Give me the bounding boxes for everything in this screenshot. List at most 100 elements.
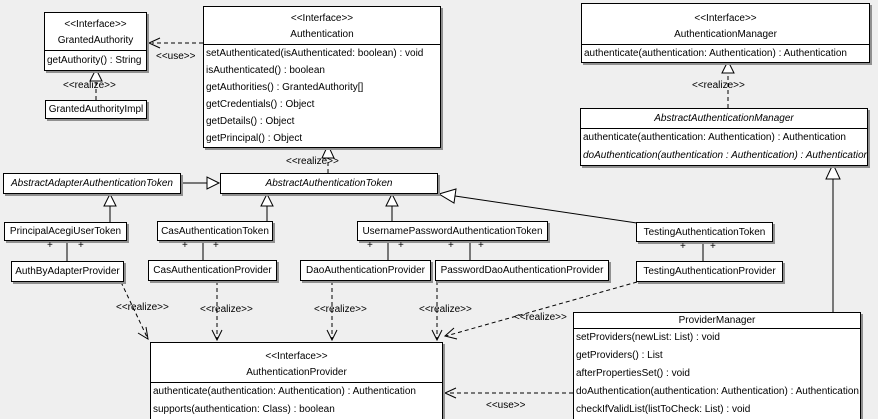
class-abstract-authentication-manager: AbstractAuthenticationManager authentica… bbox=[580, 108, 868, 166]
class-name: GrantedAuthorityImpl bbox=[48, 104, 144, 115]
realize-label: <<realize>> bbox=[692, 80, 745, 91]
class-name: DaoAuthenticationProvider bbox=[306, 265, 425, 276]
triangle-arrow-icon bbox=[321, 143, 335, 159]
triangle-arrow-icon bbox=[825, 162, 841, 180]
open-arrow-icon bbox=[147, 37, 161, 49]
class-auth-by-adapter-provider: AuthByAdapterProvider bbox=[11, 261, 124, 282]
realize-label: <<realize>> bbox=[116, 302, 169, 313]
method-label: getAuthority() : String bbox=[47, 55, 142, 66]
realize-label: <<realize>> bbox=[63, 80, 116, 91]
plus-marker: + bbox=[680, 241, 686, 252]
class-header: <<Interface>> AuthenticationProvider bbox=[151, 343, 442, 382]
class-password-dao-authentication-provider: PasswordDaoAuthenticationProvider bbox=[435, 260, 609, 281]
triangle-arrow-icon bbox=[206, 176, 221, 190]
class-name: GrantedAuthority bbox=[57, 35, 134, 46]
class-name: ProviderManager bbox=[678, 315, 756, 326]
realize-label: <<realize>> bbox=[286, 156, 339, 167]
plus-marker: + bbox=[78, 240, 84, 251]
open-arrow-icon bbox=[211, 329, 223, 342]
method-label: doAuthentication(authentication: Authent… bbox=[576, 386, 859, 397]
class-name: AuthenticationManager bbox=[674, 29, 777, 40]
class-name: UsernamePasswordAuthenticationToken bbox=[362, 225, 543, 237]
stereotype-label: <<Interface>> bbox=[694, 13, 757, 24]
method-label: afterPropertiesSet() : void bbox=[576, 368, 690, 379]
triangle-arrow-icon bbox=[721, 59, 735, 74]
class-username-password-authentication-token: UsernamePasswordAuthenticationToken bbox=[357, 221, 548, 241]
method-label: isAuthenticated() : boolean bbox=[206, 65, 325, 76]
method-label: getAuthorities() : GrantedAuthority[] bbox=[206, 82, 364, 93]
class-name: AbstractAuthenticationManager bbox=[654, 113, 794, 124]
open-arrow-icon bbox=[137, 326, 149, 340]
class-name: AuthByAdapterProvider bbox=[15, 266, 120, 277]
triangle-arrow-icon bbox=[385, 192, 399, 207]
method-label: getProviders() : List bbox=[576, 350, 663, 361]
open-arrow-icon bbox=[443, 327, 458, 340]
plus-marker: + bbox=[448, 240, 454, 251]
class-header: <<Interface>> Authentication bbox=[204, 7, 440, 44]
class-cas-authentication-provider: CasAuthenticationProvider bbox=[148, 260, 277, 281]
plus-marker: + bbox=[478, 240, 484, 251]
plus-marker: + bbox=[213, 240, 219, 251]
class-header: <<Interface>> GrantedAuthority bbox=[45, 13, 146, 50]
class-principal-acegi-user-token: PrincipalAcegiUserToken bbox=[4, 222, 127, 241]
class-name: AuthenticationProvider bbox=[246, 367, 347, 378]
plus-marker: + bbox=[367, 240, 373, 251]
class-name: CasAuthenticationToken bbox=[161, 225, 269, 237]
class-name: CasAuthenticationProvider bbox=[153, 265, 272, 276]
class-header: <<Interface>> AuthenticationManager bbox=[582, 4, 869, 44]
class-abstract-authentication-token: AbstractAuthenticationToken bbox=[220, 173, 438, 194]
stereotype-label: <<Interface>> bbox=[265, 351, 328, 362]
class-abstract-adapter-authentication-token: AbstractAdapterAuthenticationToken bbox=[3, 173, 181, 194]
class-granted-authority-impl: GrantedAuthorityImpl bbox=[45, 100, 147, 119]
triangle-arrow-icon bbox=[260, 192, 274, 207]
method-label: authenticate(authentication: Authenticat… bbox=[584, 48, 847, 59]
realize-label: <<realize>> bbox=[514, 312, 567, 323]
triangle-arrow-icon bbox=[89, 67, 103, 82]
method-label: checkIfValidList(listToCheck: List) : vo… bbox=[576, 404, 751, 415]
plus-marker: + bbox=[710, 241, 716, 252]
class-name: Authentication bbox=[290, 29, 354, 40]
class-name: PrincipalAcegiUserToken bbox=[9, 226, 122, 237]
method-label: authenticate(authentication: Authenticat… bbox=[583, 132, 846, 143]
class-authentication-provider: <<Interface>> AuthenticationProvider aut… bbox=[150, 342, 443, 419]
class-name: PasswordDaoAuthenticationProvider bbox=[440, 265, 604, 276]
class-granted-authority: <<Interface>> GrantedAuthority getAuthor… bbox=[44, 12, 147, 71]
method-label: supports(authentication: Class) : boolea… bbox=[153, 404, 335, 415]
realize-label: <<realize>> bbox=[200, 304, 253, 315]
class-provider-manager: ProviderManager setProviders(newList: Li… bbox=[573, 312, 861, 419]
class-authentication-manager: <<Interface>> AuthenticationManager auth… bbox=[581, 3, 870, 63]
open-arrow-icon bbox=[326, 329, 338, 342]
class-dao-authentication-provider: DaoAuthenticationProvider bbox=[300, 260, 431, 281]
plus-marker: + bbox=[398, 240, 404, 251]
method-label: setProviders(newList: List) : void bbox=[576, 332, 720, 343]
open-arrow-icon bbox=[443, 387, 457, 399]
plus-marker: + bbox=[47, 240, 53, 251]
stereotype-label: <<Interface>> bbox=[64, 19, 127, 30]
method-label: doAuthentication(authentication : Authen… bbox=[583, 150, 867, 161]
method-label: getDetails() : Object bbox=[206, 116, 295, 127]
use-label: <<use>> bbox=[156, 51, 196, 62]
method-label: setAuthenticated(isAuthenticated: boolea… bbox=[206, 48, 424, 59]
realize-edge-authbyadapterprovider bbox=[120, 281, 148, 338]
gen-edge-testingtoken bbox=[454, 195, 638, 224]
class-testing-authentication-provider: TestingAuthenticationProvider bbox=[636, 261, 783, 282]
class-authentication: <<Interface>> Authentication setAuthenti… bbox=[203, 6, 441, 148]
open-arrow-icon bbox=[431, 329, 443, 342]
realize-label: <<realize>> bbox=[314, 304, 367, 315]
class-name: TestingAuthenticationToken bbox=[643, 226, 766, 238]
class-name: TestingAuthenticationProvider bbox=[643, 266, 776, 277]
triangle-arrow-icon bbox=[103, 192, 117, 207]
class-name: AbstractAuthenticationToken bbox=[265, 178, 393, 189]
triangle-arrow-icon bbox=[437, 188, 457, 204]
method-label: authenticate(authentication: Authenticat… bbox=[153, 386, 416, 397]
realize-label: <<realize>> bbox=[419, 304, 472, 315]
use-label: <<use>> bbox=[486, 400, 526, 411]
method-label: getCredentials() : Object bbox=[206, 99, 315, 110]
realize-edge-testingprovider bbox=[445, 281, 638, 337]
class-testing-authentication-token: TestingAuthenticationToken bbox=[636, 222, 773, 242]
class-name: AbstractAdapterAuthenticationToken bbox=[11, 178, 173, 189]
class-cas-authentication-token: CasAuthenticationToken bbox=[157, 221, 273, 241]
plus-marker: + bbox=[182, 240, 188, 251]
